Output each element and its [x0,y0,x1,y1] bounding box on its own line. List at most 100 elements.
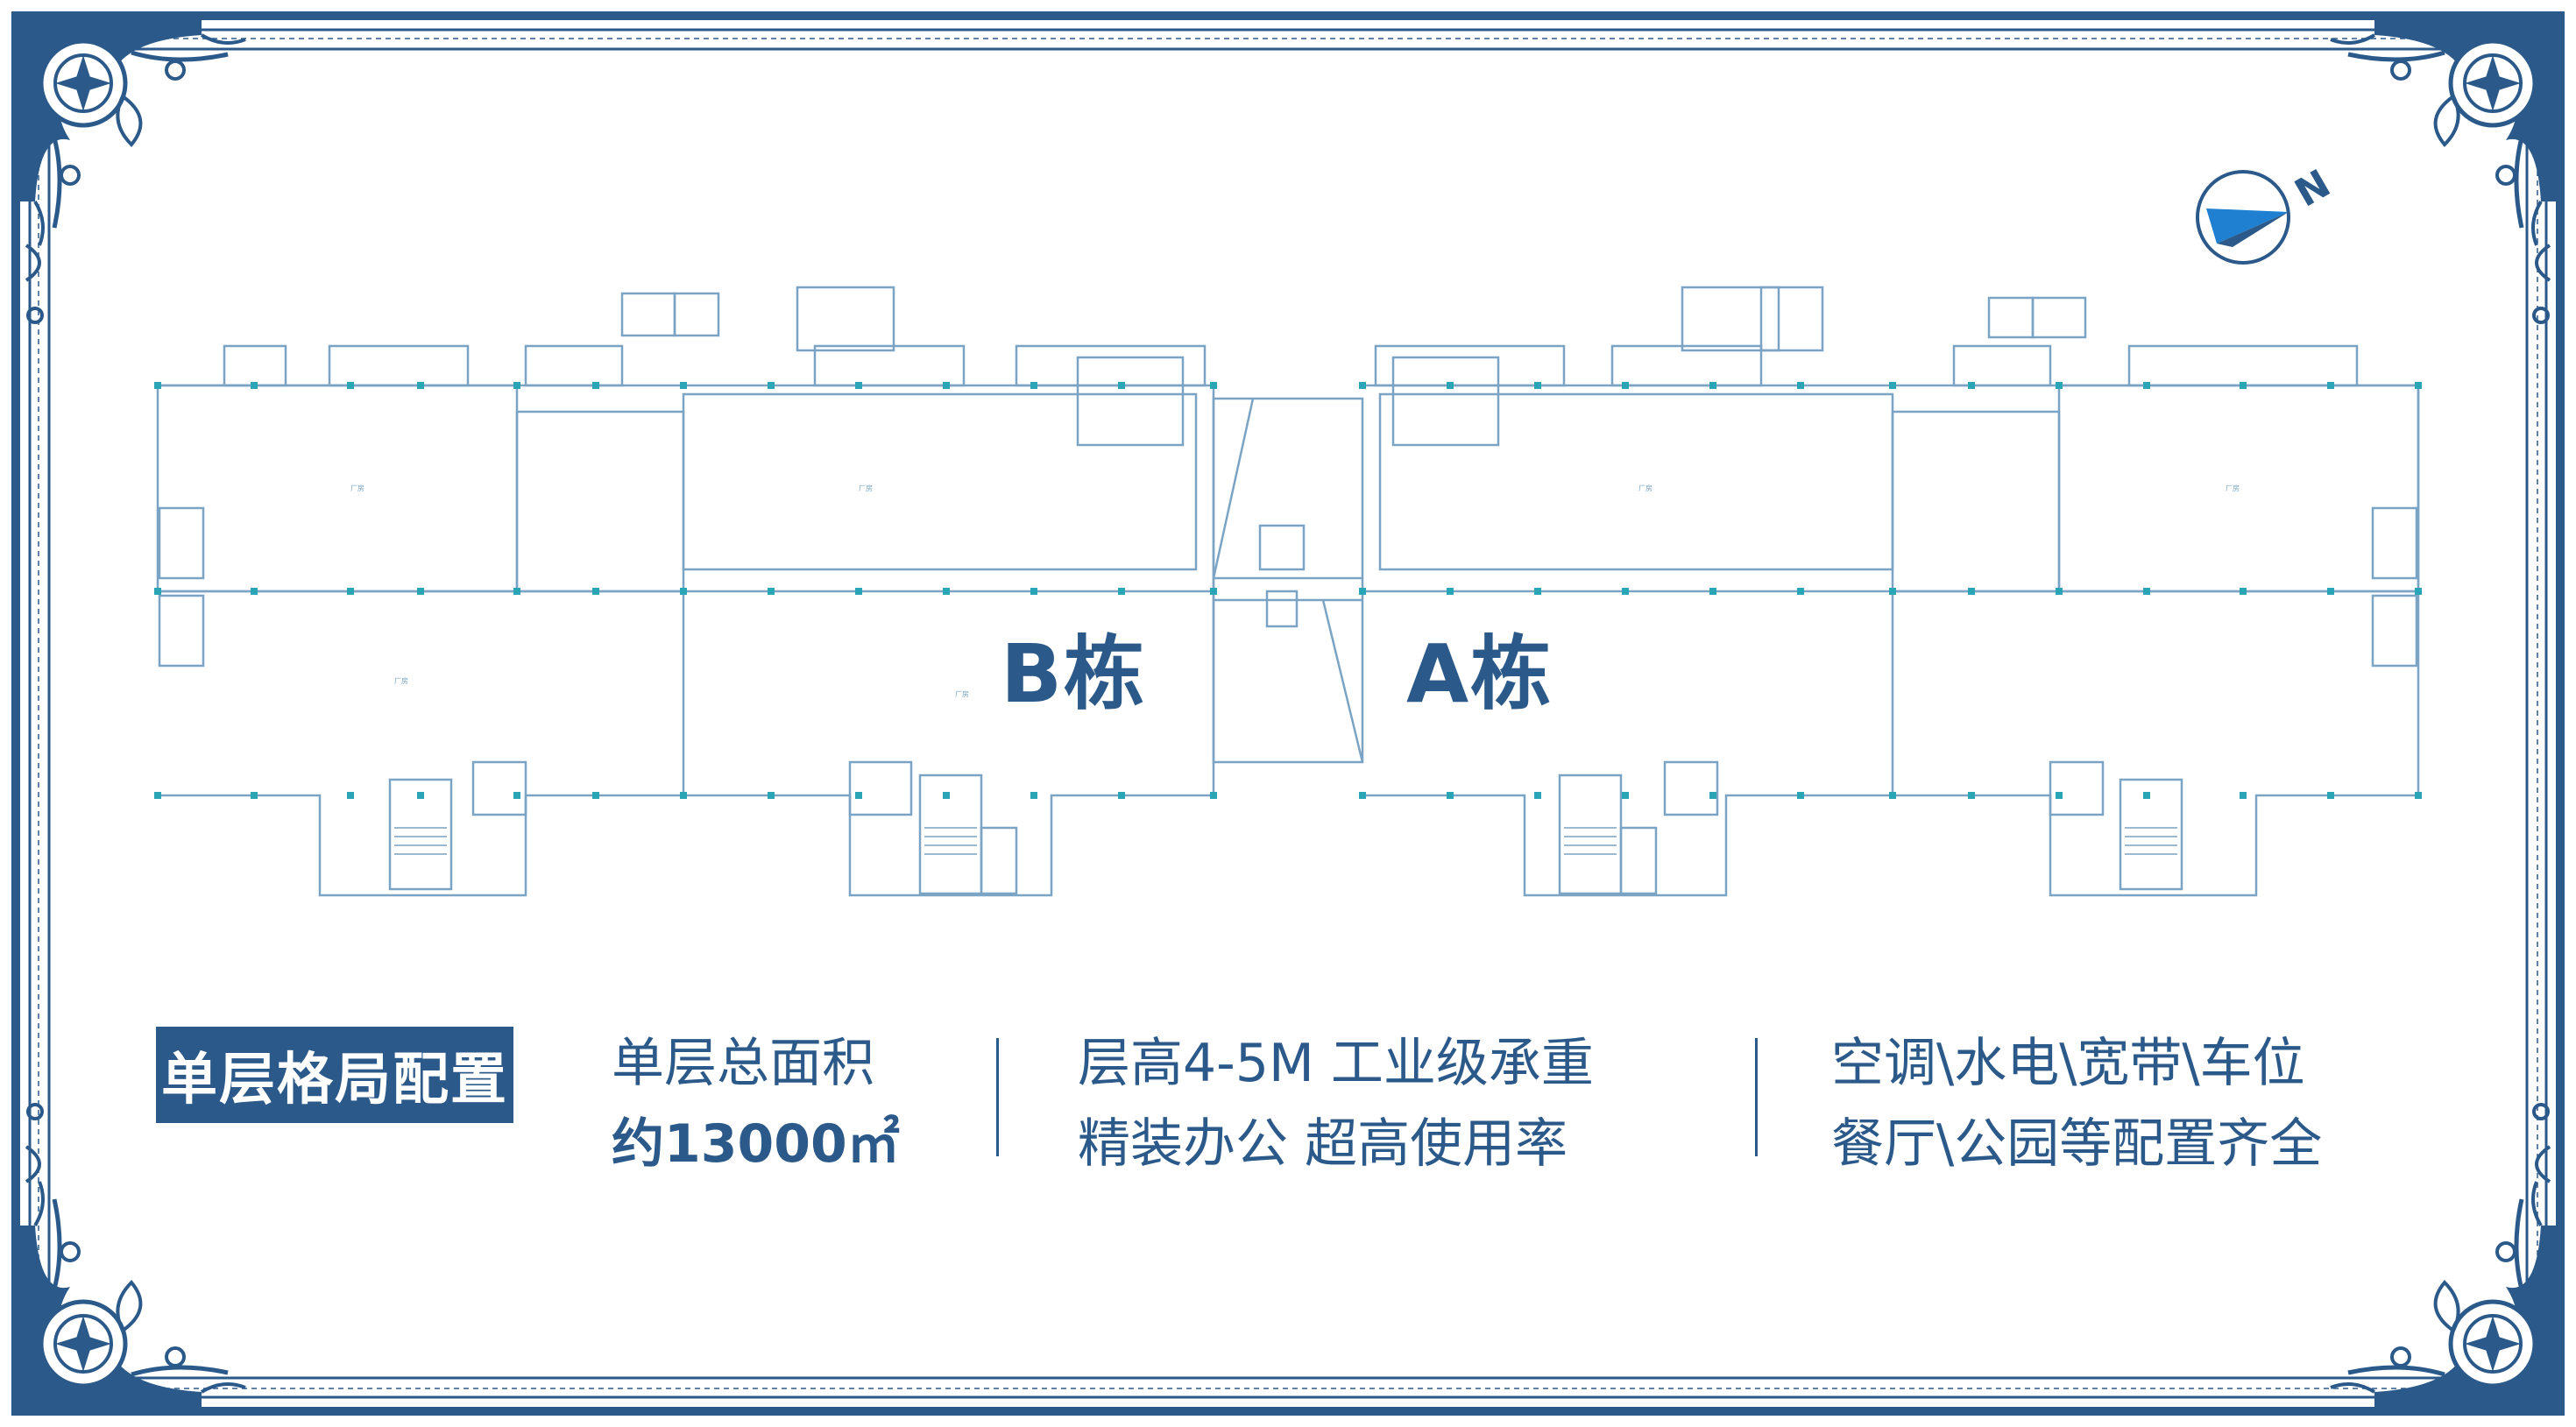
column-marker [1968,588,1975,595]
column-marker [2056,382,2063,389]
side-ornament-icon [25,244,2551,1183]
amenities-info: 空调\水电\宽带\车位 餐厅\公园等配置齐全 [1831,1023,2322,1184]
column-marker [2240,588,2247,595]
column-marker [1622,588,1629,595]
amenities-line2: 餐厅\公园等配置齐全 [1831,1113,2323,1175]
column-marker [513,792,520,799]
building-b-label: B栋 [1001,627,1147,721]
column-marker [2143,792,2150,799]
column-marker [417,588,424,595]
room-tag: 厂房 [394,676,408,685]
column-marker [943,588,950,595]
structural-columns [154,382,2422,799]
features-line2: 精装办公 超高使用率 [1078,1113,1568,1175]
features-line1: 层高4-5M 工业级承重 [1078,1033,1594,1094]
room-tag: 厂房 [859,484,873,492]
room-tag: 厂房 [1638,484,1652,492]
column-marker [1797,792,1804,799]
building-a-label: A栋 [1406,627,1553,721]
column-marker [1797,382,1804,389]
column-marker [154,792,161,799]
column-marker [2327,792,2334,799]
column-marker [1622,382,1629,389]
column-marker [1118,382,1125,389]
column-marker [1709,382,1716,389]
column-marker [251,792,258,799]
column-marker [1534,588,1541,595]
column-marker [347,588,354,595]
column-marker [1447,382,1454,389]
column-marker [1889,792,1896,799]
column-marker [154,588,161,595]
column-marker [2143,382,2150,389]
column-marker [2240,382,2247,389]
column-marker [592,792,599,799]
column-marker [513,588,520,595]
column-marker [1534,382,1541,389]
column-marker [1359,792,1366,799]
column-marker [1968,382,1975,389]
column-marker [2056,792,2063,799]
column-marker [2240,792,2247,799]
column-marker [855,382,862,389]
column-marker [2056,588,2063,595]
area-info: 单层总面积 约13000㎡ [612,1023,900,1184]
column-marker [1359,588,1366,595]
column-marker [768,382,775,389]
column-marker [1709,588,1716,595]
column-marker [768,792,775,799]
column-marker [347,792,354,799]
column-marker [943,792,950,799]
column-marker [1030,588,1037,595]
column-marker [1447,588,1454,595]
column-marker [1118,588,1125,595]
room-tag: 厂房 [955,689,969,698]
column-marker [417,382,424,389]
column-marker [1709,792,1716,799]
column-marker [1210,382,1217,389]
column-marker [680,792,687,799]
column-marker [855,792,862,799]
column-marker [680,382,687,389]
building-a-outline [1362,384,2420,897]
column-marker [154,382,161,389]
column-marker [1622,792,1629,799]
column-marker [1210,792,1217,799]
divider [1755,1038,1758,1156]
column-marker [2327,382,2334,389]
column-marker [2415,382,2422,389]
column-marker [2327,588,2334,595]
column-marker [251,382,258,389]
column-marker [943,382,950,389]
column-marker [1359,382,1366,389]
column-marker [251,588,258,595]
column-marker [2143,588,2150,595]
column-marker [2415,588,2422,595]
area-line2: 约13000㎡ [612,1113,900,1175]
area-line1: 单层总面积 [612,1033,874,1094]
column-marker [592,382,599,389]
column-marker [513,382,520,389]
column-marker [2415,792,2422,799]
column-marker [1210,588,1217,595]
column-marker [1534,792,1541,799]
room-tag: 厂房 [2226,484,2240,492]
divider [996,1038,999,1156]
column-marker [680,588,687,595]
column-marker [1968,792,1975,799]
amenities-line1: 空调\水电\宽带\车位 [1831,1033,2305,1094]
features-info: 层高4-5M 工业级承重 精装办公 超高使用率 [1078,1023,1594,1184]
column-marker [768,588,775,595]
column-marker [1118,792,1125,799]
column-marker [1030,792,1037,799]
section-title: 单层格局配置 [156,1027,513,1123]
column-marker [1889,382,1896,389]
column-marker [347,382,354,389]
room-tag: 厂房 [350,484,364,492]
column-marker [855,588,862,595]
column-marker [1889,588,1896,595]
column-marker [1030,382,1037,389]
